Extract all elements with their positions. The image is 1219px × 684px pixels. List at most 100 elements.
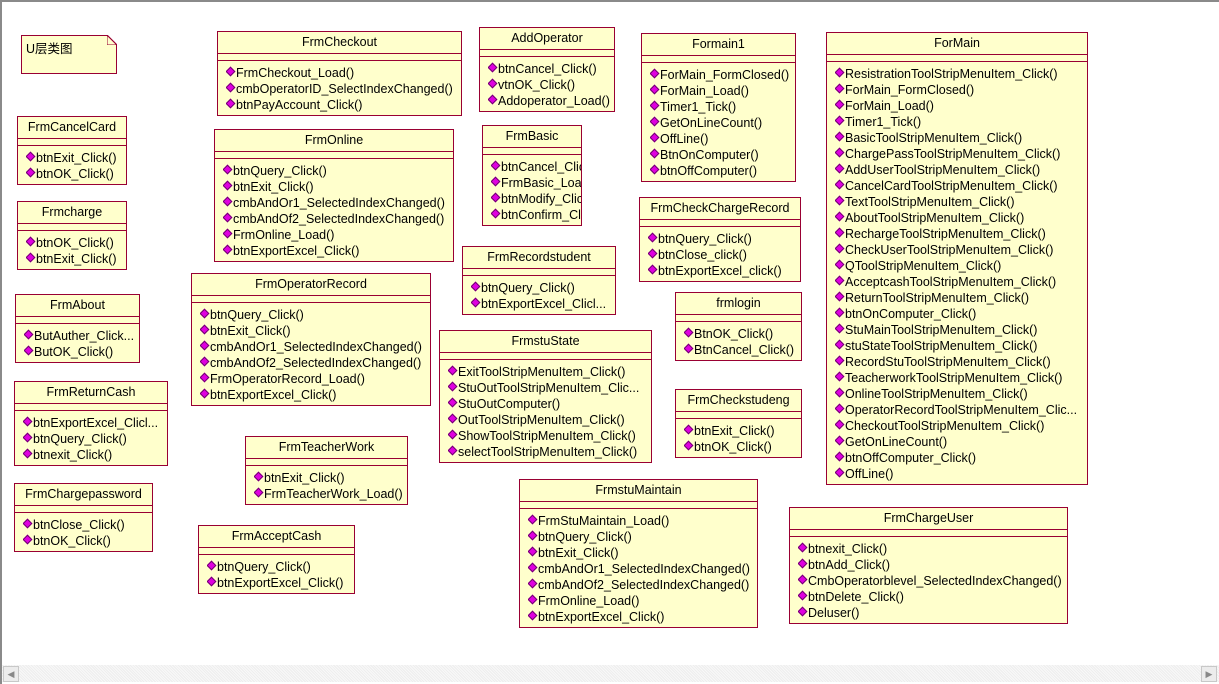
operation: AcceptcashToolStripMenuItem_Click() [835,274,1087,290]
operation: vtnOK_Click() [488,77,614,93]
operation-name: GetOnLineCount() [845,435,948,449]
operation-name: btnOK_Click() [694,440,772,454]
public-operation-icon [200,308,210,319]
operation-name: AboutToolStripMenuItem_Click() [845,211,1025,225]
operation: btnOffComputer_Click() [835,450,1087,466]
public-operation-icon [528,610,538,621]
public-operation-icon [491,160,501,171]
operation-name: btnexit_Click() [808,542,888,556]
class-box[interactable]: FrmChargeUser btnexit_Click()btnAdd_Click… [789,507,1068,624]
operation: cmbAndOf2_SelectedIndexChanged() [528,577,757,593]
public-operation-icon [223,164,233,175]
operation-name: btnQuery_Click() [33,432,127,446]
operations-compartment: FrmCheckout_Load()cmbOperatorID_SelectIn… [218,61,461,115]
operation: btnCancel_Click() [488,61,614,77]
class-name: FrmChargeUser [790,508,1067,530]
operation: btnExit_Click() [684,423,801,439]
public-operation-icon [835,259,845,270]
public-operation-icon [798,574,808,585]
operation: StuOutComputer() [448,396,651,412]
scroll-left-button[interactable]: ◀ [3,666,19,682]
operations-compartment: btnQuery_Click()btnClose_click()btnExpor… [640,227,800,281]
operation: btnExportExcel_Clicl... [471,296,615,312]
operation: CancelCardToolStripMenuItem_Click() [835,178,1087,194]
scroll-right-button[interactable]: ▶ [1201,666,1217,682]
arrow-right-icon: ▶ [1205,669,1213,679]
public-operation-icon [835,131,845,142]
public-operation-icon [24,329,34,340]
operation-name: stuStateToolStripMenuItem_Click() [845,339,1038,353]
operation: selectToolStripMenuItem_Click() [448,444,651,460]
operation-name: btnConfirm_Click() [501,208,581,222]
operations-compartment: BtnOK_Click()BtnCancel_Click() [676,322,801,360]
horizontal-scrollbar[interactable]: ◀ ▶ [2,665,1219,682]
note[interactable]: U层类图 [21,35,117,74]
operation-name: btnClose_Click() [33,518,125,532]
operation: Timer1_Tick() [650,99,795,115]
operation: btnExportExcel_Clicl... [23,415,167,431]
operation: ForMain_Load() [650,83,795,99]
public-operation-icon [528,546,538,557]
operation-name: btnModify_Click() [501,192,581,206]
operation-name: CancelCardToolStripMenuItem_Click() [845,179,1058,193]
operations-compartment: btnExit_Click()FrmTeacherWork_Load() [246,466,407,504]
operation-name: OffLine() [845,467,894,481]
public-operation-icon [200,356,210,367]
public-operation-icon [835,403,845,414]
operation: btnCancel_Click() [491,159,581,175]
public-operation-icon [471,297,481,308]
operation: btnOK_Click() [23,533,152,549]
operation-name: QToolStripMenuItem_Click() [845,259,1002,273]
operation-name: cmbAndOf2_SelectedIndexChanged() [538,578,750,592]
operation-name: OperatorRecordToolStripMenuItem_Clic... [845,403,1078,417]
operation-name: ForMain_FormClosed() [845,83,975,97]
class-box[interactable]: FrmBasicbtnCancel_Click()FrmBasic_Load()… [482,125,582,226]
operation-name: OnlineToolStripMenuItem_Click() [845,387,1028,401]
public-operation-icon [528,514,538,525]
operation: cmbAndOr1_SelectedIndexChanged() [528,561,757,577]
public-operation-icon [24,345,34,356]
attributes-compartment [827,55,1087,62]
public-operation-icon [648,232,658,243]
public-operation-icon [835,83,845,94]
operation: ShowToolStripMenuItem_Click() [448,428,651,444]
class-box[interactable]: FrmChargepassword btnClose_Click()btnOK_C… [14,483,153,552]
public-operation-icon [835,435,845,446]
class-name: FrmAbout [16,295,139,317]
public-operation-icon [23,416,33,427]
operation-name: Timer1_Tick() [660,100,737,114]
operations-compartment: btnExportExcel_Clicl...btnQuery_Click()b… [15,411,167,465]
operation-name: cmbAndOf2_SelectedIndexChanged() [233,212,445,226]
operation: btnOffComputer() [650,163,795,179]
public-operation-icon [835,307,845,318]
operation-name: btnExit_Click() [36,252,117,266]
operation: OffLine() [650,131,795,147]
operation-name: FrmBasic_Load() [501,176,581,190]
operation: btnExportExcel_click() [648,263,800,279]
class-name: FrmChargepassword [15,484,152,506]
operation-name: btnExportExcel_Click() [233,244,360,258]
operation-name: RechargeToolStripMenuItem_Click() [845,227,1046,241]
attributes-compartment [480,50,614,57]
operation: stuStateToolStripMenuItem_Click() [835,338,1087,354]
operations-compartment: btnexit_Click()btnAdd_Click()CmbOperator… [790,537,1067,623]
